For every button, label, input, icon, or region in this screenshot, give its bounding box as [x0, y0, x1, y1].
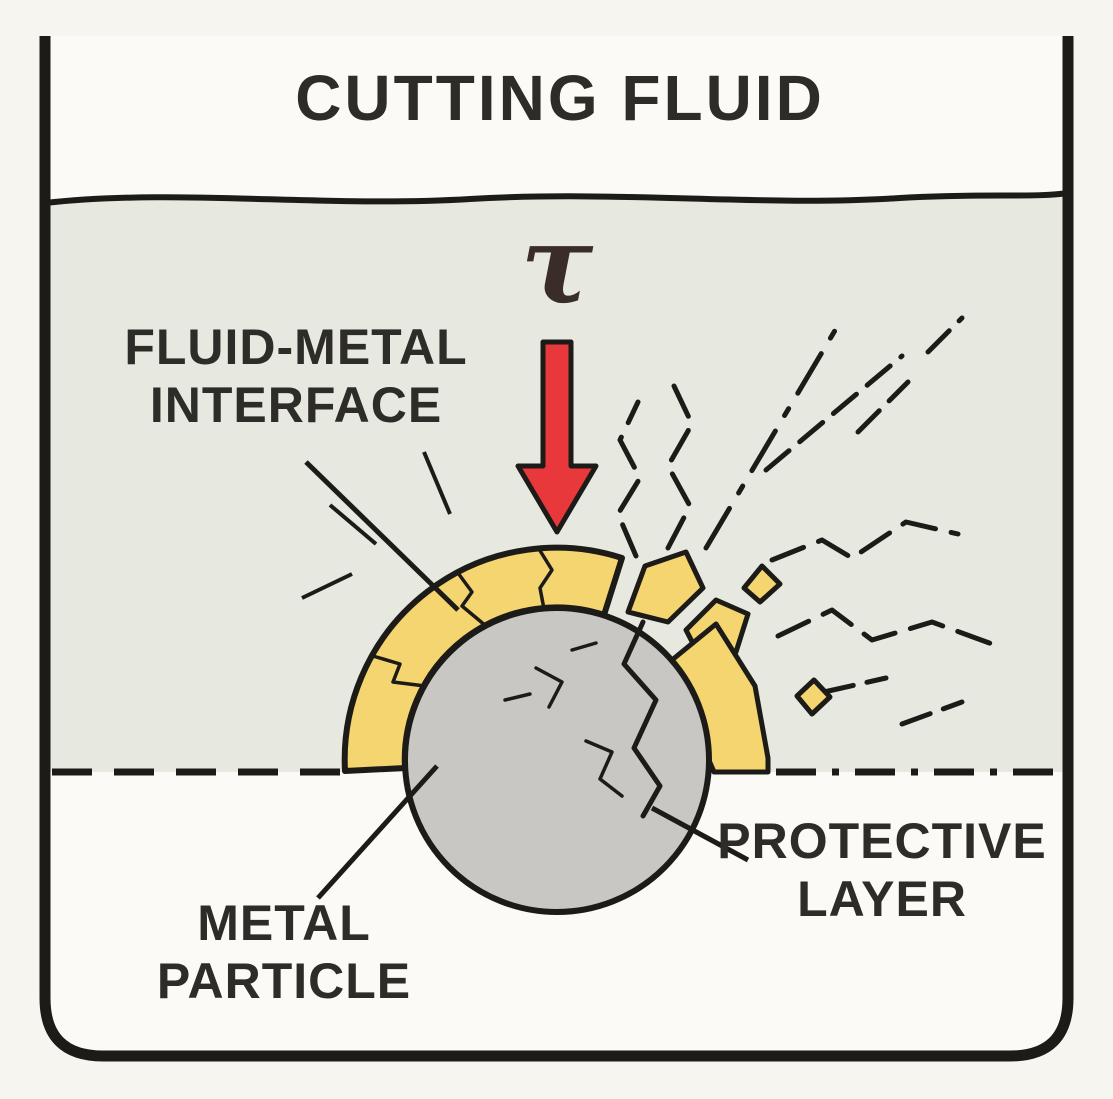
label-protective-layer-line1: PROTECTIVE [717, 813, 1046, 869]
label-metal-particle-line2: PARTICLE [157, 953, 411, 1009]
particle-crack [621, 619, 663, 819]
labels: CUTTING FLUID FLUID-METAL INTERFACE META… [124, 62, 1046, 1009]
fluid-surface-line [44, 190, 1069, 206]
particle-crack [503, 692, 532, 702]
crack-line [855, 379, 911, 435]
emphasis-line [422, 451, 452, 515]
crack-line [665, 383, 695, 551]
crack-line [899, 699, 965, 727]
particle-crack [570, 641, 598, 652]
leader-metal-particle [316, 764, 439, 900]
label-metal-particle-line1: METAL [197, 895, 370, 951]
label-fluid-metal-interface-line1: FLUID-METAL [124, 319, 467, 375]
layer-fragment [625, 549, 706, 625]
emphasis-line [301, 572, 353, 600]
layer-crack [456, 571, 488, 628]
leader-fluid-metal-interface [304, 460, 460, 612]
metal-particle [402, 605, 712, 915]
shear-stress: τ [515, 202, 599, 535]
crack-line [821, 675, 889, 695]
layer-crack [371, 654, 427, 688]
tau-symbol: τ [521, 202, 594, 328]
crack-line [763, 353, 905, 473]
crack-line [615, 399, 643, 559]
label-fluid-metal-interface-line2: INTERFACE [150, 377, 442, 433]
shatter-cracks [615, 315, 995, 727]
layer-crack [537, 547, 554, 611]
container-walls [39, 36, 1074, 1062]
leader-protective-layer [650, 805, 750, 863]
emphasis-lines [301, 451, 452, 600]
protective-layer [341, 544, 833, 775]
leader-lines [304, 460, 750, 900]
metal-particle-circle [402, 605, 712, 915]
layer-fragment [741, 563, 783, 605]
stress-arrow [515, 339, 599, 535]
particle-crack [584, 739, 624, 798]
layer-fragment [794, 677, 833, 717]
emphasis-line [328, 503, 378, 546]
label-protective-layer-line2: LAYER [797, 871, 967, 927]
crack-line [703, 319, 843, 551]
diagram-title: CUTTING FLUID [295, 62, 825, 134]
crack-line [925, 315, 965, 355]
crack-line [775, 607, 995, 647]
crack-line [769, 519, 961, 563]
particle-crack [534, 666, 564, 709]
